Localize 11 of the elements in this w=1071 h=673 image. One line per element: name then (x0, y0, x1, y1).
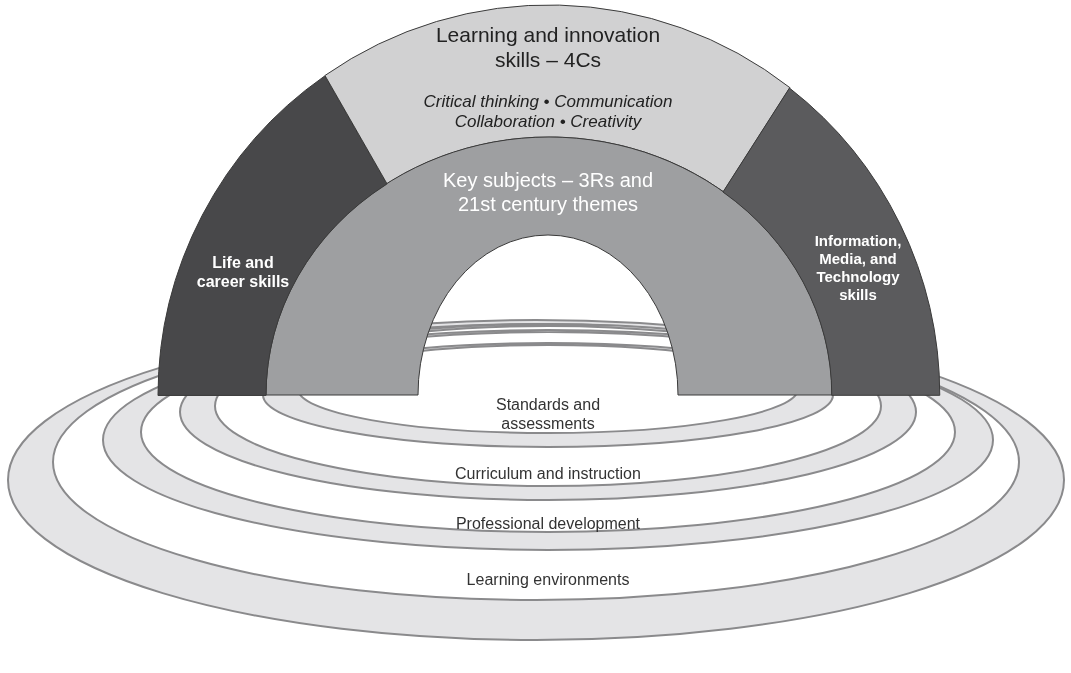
skills-list: Critical thinking • Communication Collaboration • Creativity (378, 91, 718, 133)
ring-label: Learning environments (465, 570, 631, 590)
segment-label: Key subjects – 3Rs and 21st century themes (441, 168, 655, 216)
ring-label: Curriculum and instruction (454, 464, 642, 484)
segment-heading: Learning and innovation skills – 4Cs (434, 21, 662, 73)
arch-segment (720, 84, 943, 398)
ring-label: Professional development (454, 514, 642, 534)
segment-label: Information, Media, and Technology skills (813, 232, 903, 304)
segment-label: Life and career skills (195, 252, 291, 292)
arch-segment (155, 72, 390, 398)
ring-label: Standards and assessments (494, 394, 602, 434)
